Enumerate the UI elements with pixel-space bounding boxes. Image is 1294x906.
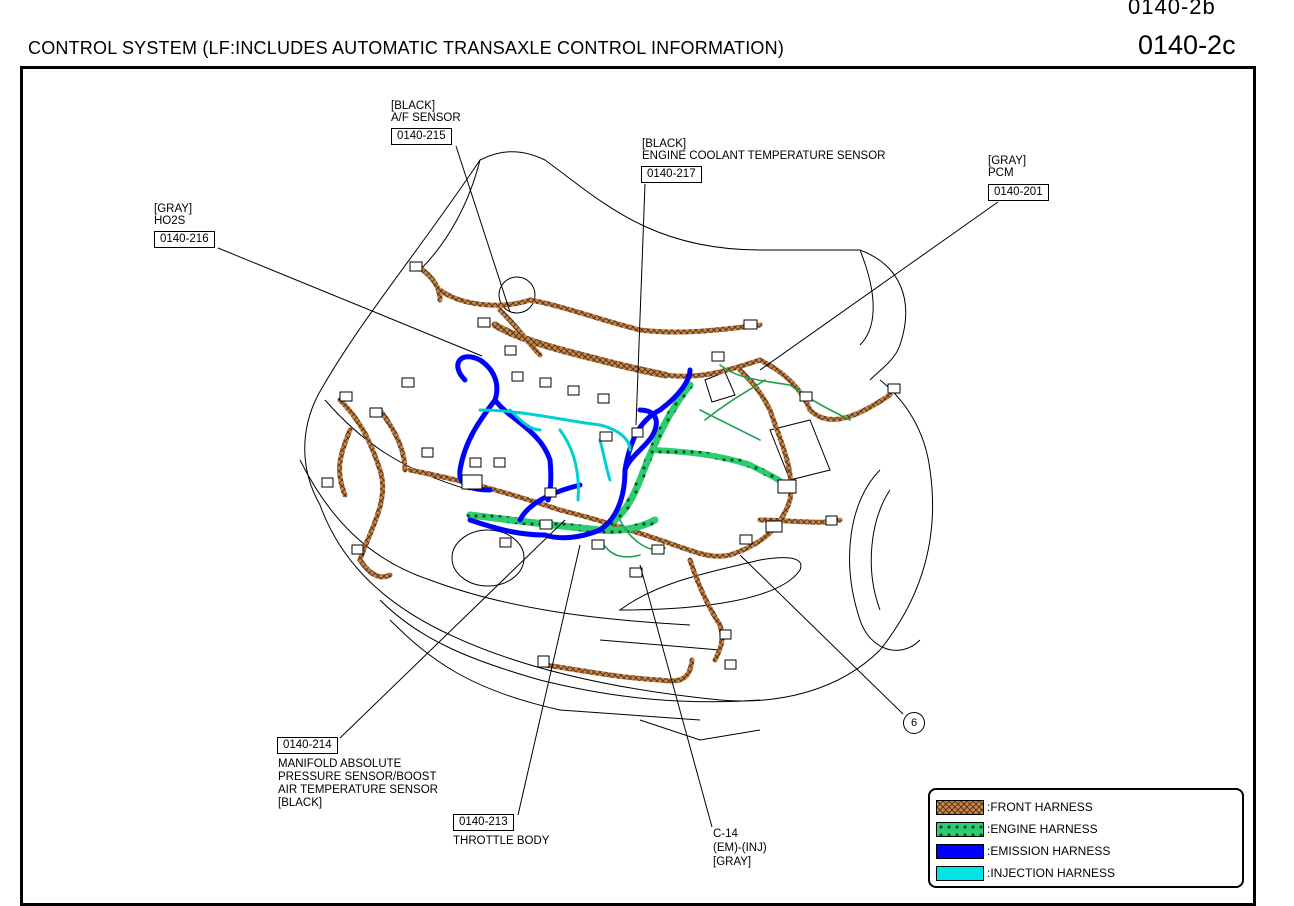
ect-sensor-name: ENGINE COOLANT TEMPERATURE SENSOR [642,150,886,162]
leader-lines [217,145,999,828]
legend-front-label: :FRONT HARNESS [987,800,1093,814]
page-title: CONTROL SYSTEM (LF:INCLUDES AUTOMATIC TR… [28,38,785,58]
map-sensor-line2: PRESSURE SENSOR/BOOST [278,771,437,783]
page-number: 0140-2c [1138,30,1236,60]
map-sensor-ref[interactable]: 0140-214 [277,737,338,754]
af-sensor-color: [BLACK] [391,100,436,112]
legend-emission: :EMISSION HARNESS [936,842,1110,860]
legend-engine: :ENGINE HARNESS [936,820,1098,838]
injection-harness-swatch [936,865,984,881]
c14-color: [GRAY] [713,856,752,868]
af-sensor-ref[interactable]: 0140-215 [391,128,452,145]
legend-engine-label: :ENGINE HARNESS [987,822,1098,836]
harness-legend: :FRONT HARNESS :ENGINE HARNESS :EMISSION… [928,788,1244,888]
connector-block-icon [321,261,901,670]
callout-6[interactable]: 6 [903,712,925,734]
ho2s-color: [GRAY] [154,203,193,215]
af-sensor-name: A/F SENSOR [391,112,461,124]
map-sensor-color: [BLACK] [278,797,323,809]
front-harness-swatch [936,799,984,815]
legend-front: :FRONT HARNESS [936,798,1093,816]
c14-harness: (EM)-(INJ) [713,842,767,854]
emission-harness-swatch [936,843,984,859]
ho2s-name: HO2S [154,215,186,227]
pcm-ref[interactable]: 0140-201 [988,184,1049,201]
injection-harness [478,408,632,502]
throttle-body-ref[interactable]: 0140-213 [453,814,514,831]
cropped-page-number: 0140-2b [1128,0,1216,19]
c14-name: C-14 [713,828,738,840]
map-sensor-line3: AIR TEMPERATURE SENSOR [278,784,438,796]
engine-harness [466,364,851,558]
legend-injection: :INJECTION HARNESS [936,864,1115,882]
throttle-body-name: THROTTLE BODY [453,835,550,847]
car-front-outline-icon [299,151,933,741]
legend-injection-label: :INJECTION HARNESS [987,866,1116,880]
pcm-name: PCM [988,167,1014,179]
ect-sensor-ref[interactable]: 0140-217 [641,166,702,183]
engine-harness-swatch [936,821,984,837]
ect-sensor-color: [BLACK] [642,138,687,150]
map-sensor-line1: MANIFOLD ABSOLUTE [278,758,402,770]
legend-emission-label: :EMISSION HARNESS [987,844,1111,858]
ho2s-ref[interactable]: 0140-216 [154,231,215,248]
pcm-color: [GRAY] [988,155,1027,167]
